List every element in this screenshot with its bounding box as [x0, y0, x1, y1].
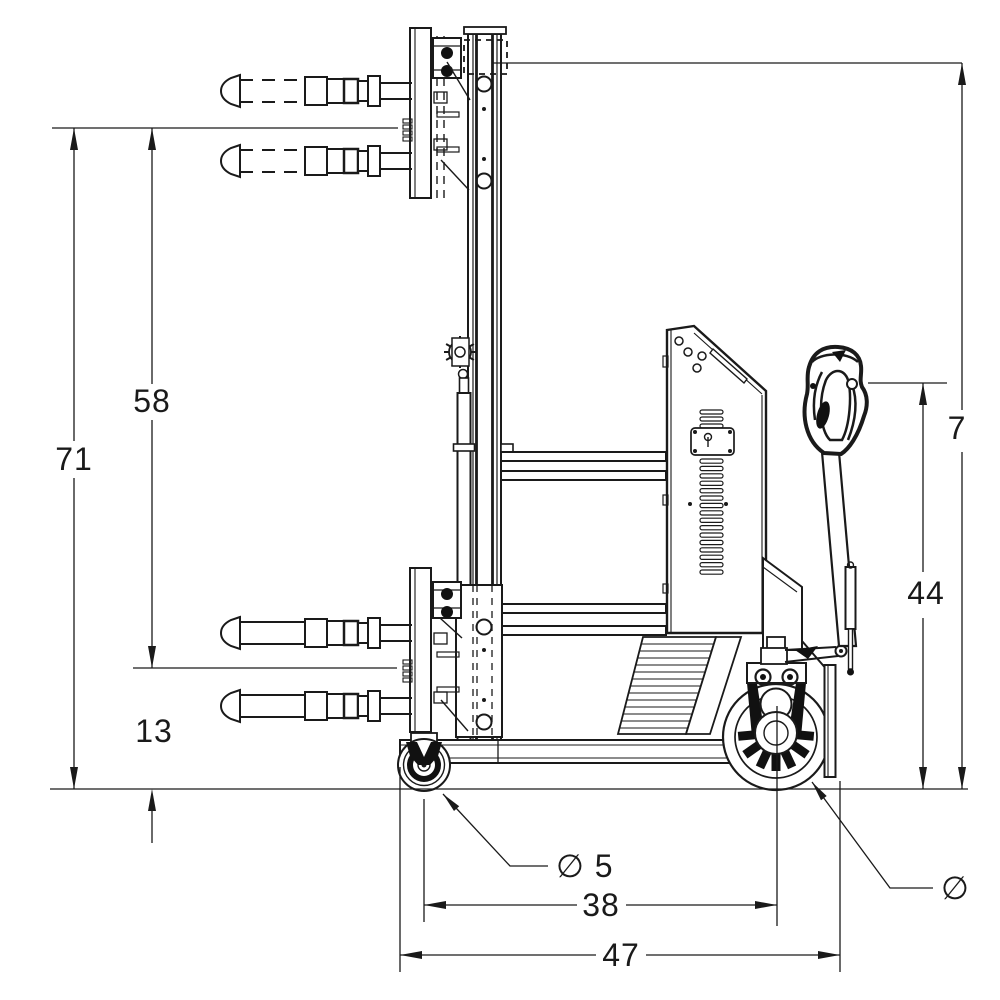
leader-wheel-diameter	[811, 781, 933, 889]
dim-right-height	[958, 63, 966, 789]
dim-label-handle-height: 44	[907, 575, 945, 611]
dim-label-wheel-center-distance: 38	[582, 887, 620, 923]
steering-handle	[802, 344, 869, 676]
fork-prong	[219, 615, 412, 651]
forks-raised	[219, 73, 412, 179]
drive-wheel	[721, 662, 831, 792]
front-caster-wheel	[397, 732, 451, 792]
dim-label-lift-height: 58	[133, 383, 171, 419]
cover-screws	[674, 336, 707, 373]
dim-label-fork-lowered-height: 13	[135, 713, 173, 749]
fork-prong	[219, 143, 412, 179]
forks-lowered	[219, 615, 412, 724]
handle-head	[802, 344, 869, 457]
dim-label-caster-diameter: ∅ 5	[556, 848, 614, 884]
fork-prong	[219, 73, 412, 109]
nameplate	[690, 427, 735, 456]
dim-overall-height	[70, 128, 78, 789]
dim-label-wheel-diameter: ∅	[941, 870, 970, 906]
fork-carriage-lowered	[402, 567, 503, 738]
dim-wheel-center-distance	[424, 901, 777, 909]
dimension-lines	[50, 62, 968, 972]
dim-handle-height	[919, 383, 927, 789]
frame-tubes	[500, 443, 667, 636]
fork-prong	[219, 688, 412, 724]
handle-damper	[844, 566, 857, 630]
dim-label-overall-height: 71	[55, 441, 93, 477]
dim-label-right-height: 7	[948, 410, 967, 446]
dim-lift-height	[148, 128, 156, 668]
leader-caster-diameter	[442, 793, 548, 867]
dim-overall-length	[400, 951, 840, 959]
dim-label-overall-length: 47	[602, 937, 640, 973]
tread-ramp	[616, 636, 743, 735]
dim-fork-lowered-height	[148, 789, 156, 843]
motor-cover	[662, 324, 803, 651]
vent-slots-lower	[699, 458, 724, 575]
fork-carriage-raised	[402, 27, 493, 199]
